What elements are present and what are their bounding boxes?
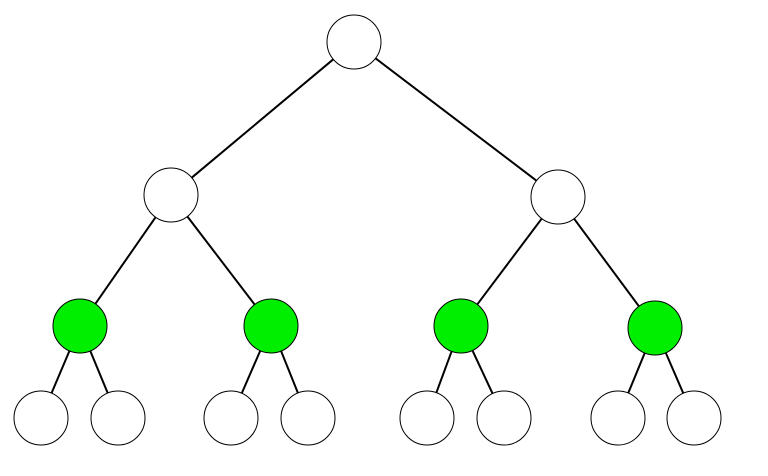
tree-node-n0	[326, 14, 382, 70]
tree-edge-n5-n11	[435, 350, 453, 394]
tree-edge-n1-n4	[186, 215, 256, 306]
tree-edge-n4-n10	[280, 350, 299, 394]
tree-edge-n4-n9	[240, 350, 262, 394]
highlighted-tree-node-n3	[52, 298, 108, 354]
tree-edge-n6-n14	[664, 352, 685, 394]
tree-node-n12	[476, 390, 532, 446]
tree-node-n14	[666, 390, 722, 446]
highlighted-tree-node-n6	[627, 300, 683, 356]
highlighted-tree-node-n5	[433, 298, 489, 354]
tree-node-n11	[399, 390, 455, 446]
tree-node-n13	[590, 390, 646, 446]
edges-layer	[50, 57, 685, 394]
tree-node-n9	[203, 390, 259, 446]
tree-edge-n5-n12	[471, 350, 494, 394]
tree-edge-n6-n13	[627, 352, 646, 394]
tree-node-n2	[530, 169, 586, 225]
tree-edge-n3-n8	[89, 350, 109, 394]
tree-edge-n2-n5	[476, 217, 543, 306]
tree-edge-n2-n6	[573, 218, 640, 307]
nodes-layer	[13, 14, 722, 446]
tree-edge-n3-n7	[50, 350, 71, 394]
tree-node-n10	[280, 390, 336, 446]
tree-node-n8	[90, 390, 146, 446]
tree-edge-n0-n2	[374, 57, 538, 182]
tree-node-n1	[143, 167, 199, 223]
highlighted-tree-node-n4	[243, 298, 299, 354]
tree-edge-n1-n3	[94, 216, 157, 305]
tree-edge-n0-n1	[191, 58, 334, 179]
tree-node-n7	[13, 390, 69, 446]
